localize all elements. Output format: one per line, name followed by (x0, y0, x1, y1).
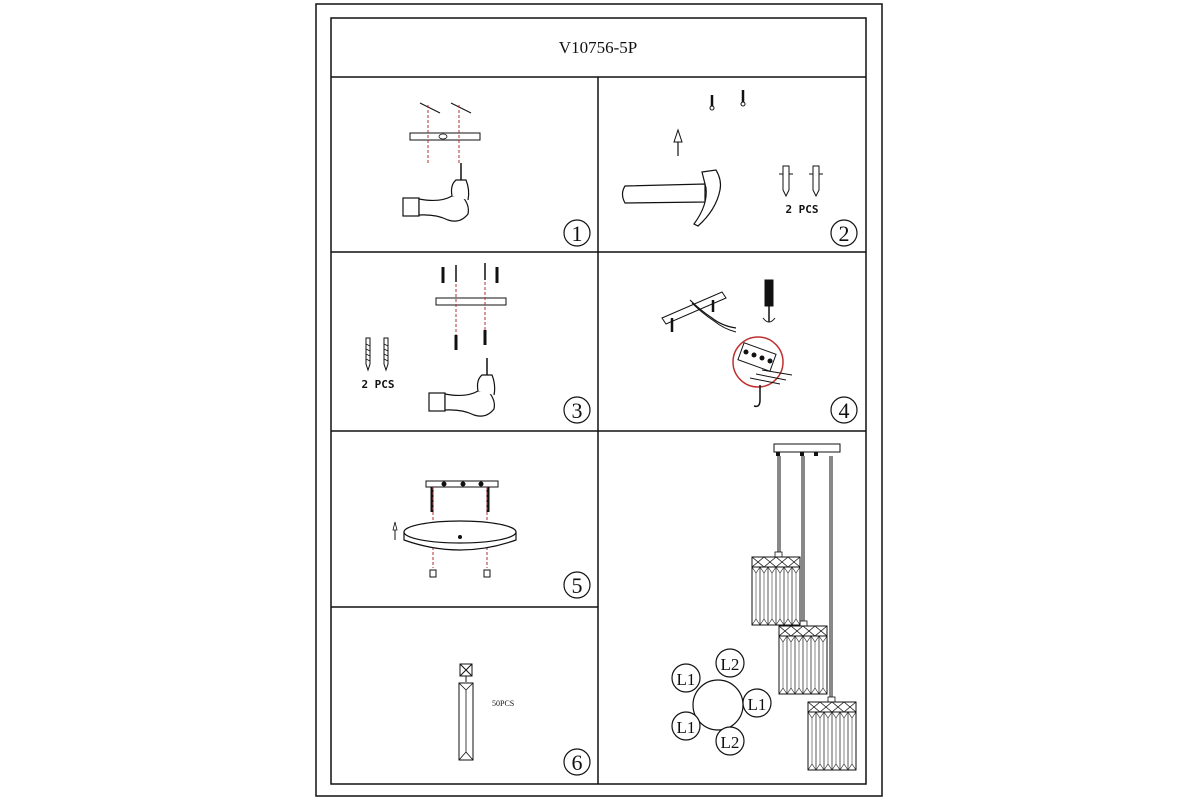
panel-step-4: 4 (661, 279, 858, 424)
power-wire (691, 302, 737, 333)
hook-icon (753, 385, 761, 408)
wiring-label-l2: L2 (715, 648, 745, 678)
outer-frame (315, 3, 883, 797)
svg-text:L2: L2 (721, 655, 740, 674)
panel-step-6: 50PCS 6 (458, 663, 591, 776)
panel-assembly: L1 L2 L1 L1 L2 (671, 443, 857, 771)
quantity-label: 2 PCS (785, 203, 818, 216)
drill-mark-icon (419, 102, 441, 114)
crystal-pendant-shade (751, 556, 801, 626)
panel-step-2: 2 PCS 2 (621, 90, 858, 247)
step-number-badge (830, 396, 858, 424)
wiring-center-circle (692, 679, 744, 731)
crystal-prism-icon (458, 682, 474, 761)
quantity-label: 2 PCS (361, 378, 394, 391)
wood-screw-icon (383, 337, 389, 372)
svg-text:L1: L1 (677, 670, 696, 689)
wiring-label-l1: L1 (671, 711, 701, 741)
screw-icon (740, 90, 746, 107)
drill-icon (402, 163, 470, 222)
crystal-pendant-shade (778, 625, 828, 695)
mounting-bracket (435, 297, 507, 306)
screw-icon (709, 95, 715, 111)
crystal-pendant-shade (807, 701, 857, 771)
power-wire (689, 299, 737, 329)
panel-step-1: 1 (402, 102, 591, 247)
drill-mark-icon (450, 102, 472, 114)
mounting-bracket (661, 291, 727, 325)
wiring-label-l1: L1 (671, 663, 701, 693)
terminal-block-icon (737, 342, 793, 385)
cap-nut-icon (483, 569, 491, 578)
step-number-badge (563, 748, 591, 776)
step-number: 5 (572, 573, 583, 598)
step-number: 1 (572, 221, 583, 246)
arrow-up-icon (673, 128, 683, 156)
wood-screw-icon (365, 337, 371, 372)
model-title: V10756-5P (559, 38, 637, 57)
wiring-label-l2: L2 (715, 726, 745, 756)
step-number: 3 (572, 398, 583, 423)
terminal-highlight (732, 336, 784, 388)
cap-nut-icon (429, 569, 437, 578)
step-number: 4 (839, 398, 850, 423)
step-number-badge (563, 396, 591, 424)
step-number-badge (830, 219, 858, 247)
ceiling-canopy-icon (403, 520, 517, 551)
mounting-bracket (409, 132, 481, 141)
step-number-badge (563, 219, 591, 247)
hammer-icon (621, 169, 722, 227)
panel-step-5: 5 (392, 480, 591, 599)
bracket-hole (438, 133, 448, 140)
svg-text:L1: L1 (748, 695, 767, 714)
screwdriver-icon (762, 279, 776, 323)
wiring-label-l1: L1 (742, 688, 772, 718)
quantity-label: 50PCS (492, 699, 514, 708)
ceiling-canopy-bar (773, 443, 841, 453)
step-number: 6 (572, 750, 583, 775)
wall-anchor-icon (779, 165, 793, 198)
panel-step-3: 2 PCS 3 (361, 263, 591, 424)
wall-anchor-icon (809, 165, 823, 198)
arrow-up-icon (392, 521, 398, 540)
step-number: 2 (839, 221, 850, 246)
step-number-badge (563, 571, 591, 599)
svg-text:L2: L2 (721, 733, 740, 752)
svg-text:L1: L1 (677, 718, 696, 737)
drill-icon (428, 358, 496, 417)
